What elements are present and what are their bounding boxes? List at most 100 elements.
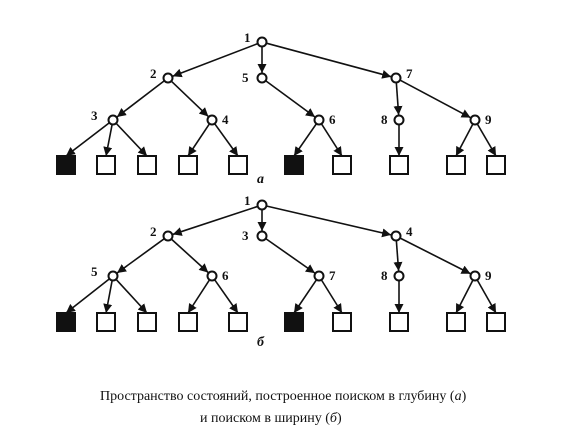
edge-A1-leaf-3: [115, 123, 148, 157]
state-node: [313, 114, 325, 126]
edge-A2-leaf-4: [187, 123, 210, 157]
node-label: 5: [242, 70, 249, 85]
leaf-node: [389, 312, 409, 332]
node-label: 1: [244, 30, 251, 45]
node-label: 6: [222, 268, 229, 283]
edge-C-C1: [393, 82, 403, 116]
node-label: 4: [222, 112, 229, 127]
edge-A1-leaf-2: [103, 280, 113, 314]
edge-A-A2: [171, 238, 209, 274]
breadth-first-tree: 1 2 3 4 5 6 7 8 9 б: [56, 193, 506, 350]
caption-text-2: и поиском в ширину (: [200, 411, 330, 426]
leaf-node: [486, 155, 506, 175]
edge-r-C: [266, 42, 392, 79]
leaf-node: [332, 155, 352, 175]
edge-C2-leaf-10: [476, 123, 497, 157]
leaf-node: [228, 155, 248, 175]
edge-B1-leaf-7: [320, 279, 343, 314]
state-node: [162, 72, 174, 84]
caption-letter-a: а: [454, 389, 462, 404]
goal-leaf-node: [284, 312, 304, 332]
leaf-node: [446, 155, 466, 175]
node-label: 7: [329, 268, 336, 283]
node-label: 7: [406, 66, 413, 81]
edge-A2-leaf-4: [187, 279, 210, 314]
state-node: [469, 114, 481, 126]
edge-C2-leaf-9: [455, 124, 474, 157]
caption-close-2: ): [336, 411, 342, 426]
caption-line-2: и поиском в ширину (б): [200, 411, 342, 427]
leaf-node: [228, 312, 248, 332]
caption-text-1: Пространство состояний, построенное поис…: [100, 389, 455, 404]
edge-B-B1: [265, 238, 316, 274]
edge-C2-leaf-9: [455, 280, 474, 314]
caption-letter-b: б: [329, 411, 337, 426]
edge-C2-leaf-10: [476, 279, 497, 314]
state-space-diagram: 1 2 5 7 3 4 6 8 9 а 1 2 3 4 5 6 7 8 9 б: [56, 30, 506, 350]
state-node: [390, 72, 402, 84]
leaf-node: [486, 312, 506, 332]
edge-C-C2: [400, 79, 471, 119]
state-node: [393, 270, 405, 282]
goal-leaf-node: [56, 312, 76, 332]
state-node: [469, 270, 481, 282]
state-node: [256, 199, 268, 211]
edge-A1-leaf-2: [103, 124, 113, 157]
node-label: 9: [485, 112, 492, 127]
edge-C-C2: [400, 237, 471, 275]
edge-B1-leaf-7: [321, 123, 343, 157]
edge-B1-leaf-6: [293, 279, 317, 314]
state-node: [256, 36, 268, 48]
state-node: [256, 72, 268, 84]
node-label: 2: [150, 224, 157, 239]
edge-A2-leaf-5: [214, 279, 239, 314]
node-label: 3: [91, 108, 98, 123]
node-label: 8: [381, 268, 388, 283]
leaf-node: [332, 312, 352, 332]
edge-A1-leaf-3: [115, 279, 148, 314]
node-label: 2: [150, 66, 157, 81]
caption-close-1: ): [461, 389, 467, 404]
node-label: 9: [485, 268, 492, 283]
state-node: [107, 114, 119, 126]
edge-r-A: [172, 205, 258, 236]
edge-A1-leaf-1: [65, 122, 110, 157]
subfigure-letter: б: [257, 335, 265, 350]
state-node: [107, 270, 119, 282]
leaf-node: [389, 155, 409, 175]
edge-A-A1: [116, 238, 165, 274]
leaf-node: [96, 155, 116, 175]
leaf-node: [137, 312, 157, 332]
edge-C-C1: [393, 240, 403, 272]
node-label: 1: [244, 193, 251, 208]
edge-r-A: [172, 43, 258, 78]
state-node: [393, 114, 405, 126]
node-label: 8: [381, 112, 388, 127]
node-label: 6: [329, 112, 336, 127]
goal-leaf-node: [284, 155, 304, 175]
depth-first-tree: 1 2 5 7 3 4 6 8 9 а: [56, 30, 506, 187]
leaf-node: [178, 312, 198, 332]
state-node: [206, 114, 218, 126]
state-node: [313, 270, 325, 282]
state-node: [390, 230, 402, 242]
leaf-node: [137, 155, 157, 175]
leaf-node: [446, 312, 466, 332]
caption-line-1: Пространство состояний, построенное поис…: [100, 389, 466, 405]
edge-B-B1: [265, 80, 316, 118]
edge-A1-leaf-1: [65, 278, 110, 314]
state-node: [256, 230, 268, 242]
leaf-node: [178, 155, 198, 175]
edge-r-C: [266, 205, 392, 238]
node-label: 3: [242, 228, 249, 243]
edge-B1-leaf-6: [293, 123, 317, 157]
state-node: [206, 270, 218, 282]
state-node: [162, 230, 174, 242]
node-label: 5: [91, 264, 98, 279]
edge-A-A1: [116, 80, 165, 118]
leaf-node: [96, 312, 116, 332]
node-label: 4: [406, 224, 413, 239]
goal-leaf-node: [56, 155, 76, 175]
subfigure-letter: а: [257, 172, 264, 187]
edge-A2-leaf-5: [214, 123, 239, 157]
